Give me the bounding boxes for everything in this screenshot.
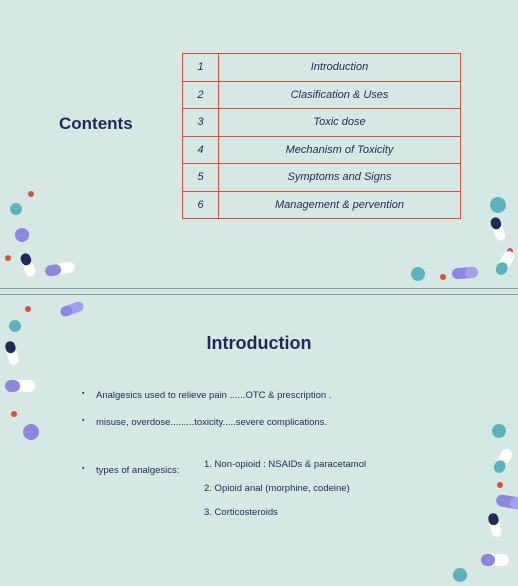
pills-decoration-right [453,424,518,582]
row-label: Toxic dose [218,108,461,137]
pills-decoration-left [5,301,84,440]
introduction-title: Introduction [206,333,312,353]
analgesic-type: 1. Non-opioid : NSAIDs & paracetamol [204,459,367,470]
row-number: 3 [182,108,219,137]
bullet-item: Analgesics used to relieve pain ......OT… [82,390,331,401]
analgesic-type: 2. Opioid anal (morphine, codeine) [204,483,350,494]
row-label: Management & pervention [218,190,461,219]
analgesic-type: 3. Corticosteroids [204,507,278,518]
row-label: Symptoms and Signs [218,163,461,192]
bullet-item: misuse, overdose.........toxicity.....se… [82,417,327,428]
pills-decoration-left [5,191,75,277]
bullet-item: types of analgesics: [82,465,180,476]
row-number: 4 [182,135,219,164]
row-label: Clasification & Uses [218,80,461,109]
row-number: 5 [182,163,219,192]
row-label: Introduction [218,53,461,82]
row-label: Mechanism of Toxicity [218,135,461,164]
slide-divider [0,288,518,289]
slide-divider [0,294,518,295]
row-number: 1 [182,53,219,82]
row-number: 2 [182,80,219,109]
row-number: 6 [182,190,219,219]
slide-introduction: Introduction Analgesics used to relieve … [0,295,518,586]
contents-title: Contents [59,114,133,133]
